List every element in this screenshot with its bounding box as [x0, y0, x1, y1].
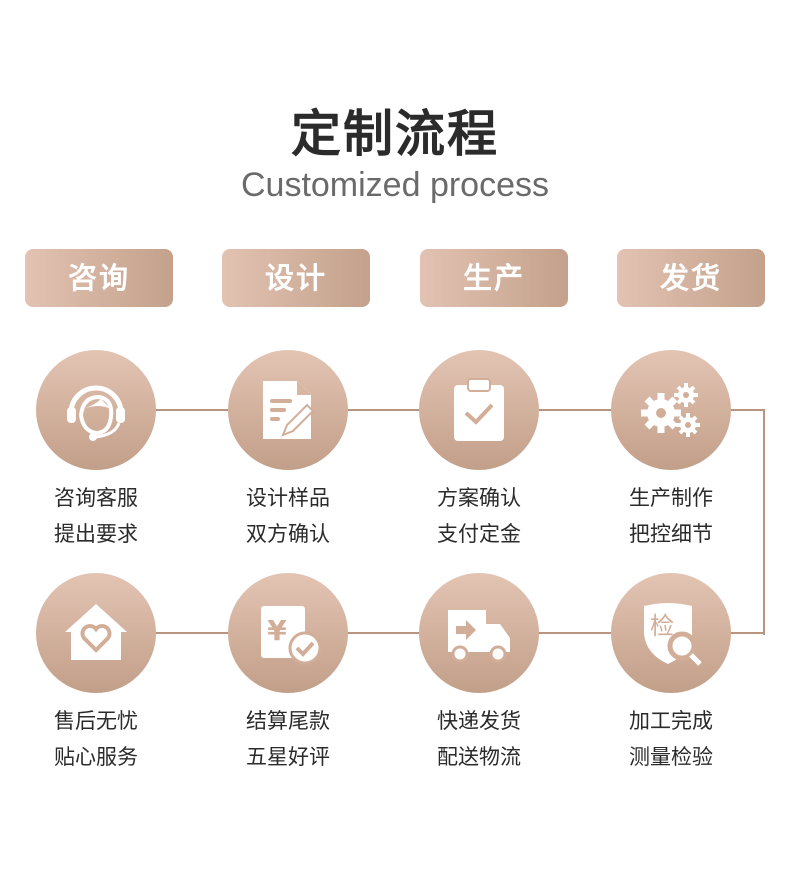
step-line2: 配送物流: [437, 745, 521, 769]
payment-check-icon: ¥: [228, 573, 348, 693]
step-line2: 双方确认: [246, 522, 330, 546]
home-heart-icon: [36, 573, 156, 693]
step-label-design: 设计样品双方确认: [208, 480, 368, 552]
step-label-shipping: 快递发货配送物流: [399, 703, 559, 775]
clipboard-check-icon: [419, 350, 539, 470]
step-line1: 售后无忧: [54, 709, 138, 733]
step-line2: 测量检验: [629, 745, 713, 769]
step-line1: 咨询客服: [54, 486, 138, 510]
step-line2: 把控细节: [629, 522, 713, 546]
page-title: 定制流程: [291, 105, 499, 163]
yen-glyph: ¥: [267, 614, 287, 647]
stage-production: 生产: [420, 249, 568, 307]
stage-design: 设计: [222, 249, 370, 307]
step-line2: 五星好评: [246, 745, 330, 769]
connector-right-vertical: [763, 409, 765, 635]
step-line1: 快递发货: [437, 709, 521, 733]
step-line2: 贴心服务: [54, 745, 138, 769]
step-line1: 加工完成: [629, 709, 713, 733]
step-label-confirm: 方案确认支付定金: [399, 480, 559, 552]
headset-icon: [36, 350, 156, 470]
step-line2: 支付定金: [437, 522, 521, 546]
document-edit-icon: [228, 350, 348, 470]
step-label-payment: 结算尾款五星好评: [208, 703, 368, 775]
stage-shipping: 发货: [617, 249, 765, 307]
page-subtitle: Customized process: [240, 166, 549, 204]
connector-row1: [96, 409, 671, 411]
delivery-truck-icon: [419, 573, 539, 693]
step-line2: 提出要求: [54, 522, 138, 546]
step-line1: 生产制作: [629, 486, 713, 510]
inspection-shield-icon: 检: [611, 573, 731, 693]
step-line1: 结算尾款: [246, 709, 330, 733]
step-label-inspection: 加工完成测量检验: [591, 703, 751, 775]
step-label-aftersales: 售后无忧贴心服务: [16, 703, 176, 775]
step-line1: 方案确认: [437, 486, 521, 510]
step-label-consult: 咨询客服提出要求: [16, 480, 176, 552]
stage-consult: 咨询: [25, 249, 173, 307]
inspection-glyph: 检: [650, 612, 674, 640]
step-label-production: 生产制作把控细节: [591, 480, 751, 552]
gears-icon: [611, 350, 731, 470]
step-line1: 设计样品: [246, 486, 330, 510]
